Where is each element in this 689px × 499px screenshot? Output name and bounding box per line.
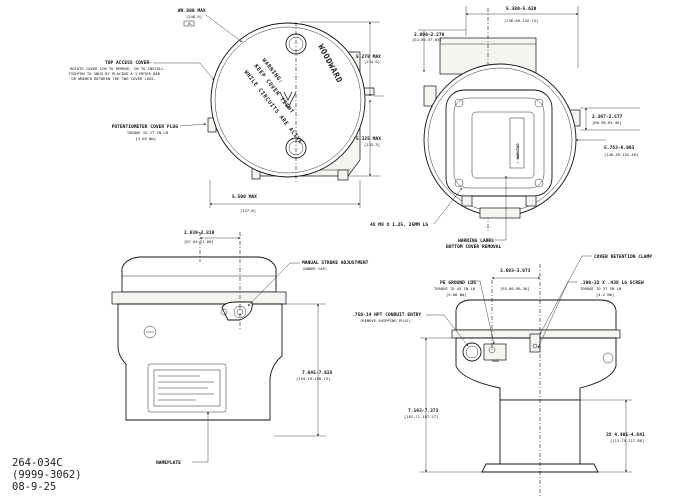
diameter-label: Ø9.800 MAX xyxy=(177,7,206,14)
conduit-entry xyxy=(462,342,482,362)
side-dimension-b-mm: [146.39-152.48] xyxy=(604,152,638,157)
left-boss xyxy=(423,85,437,107)
width-dimension: 5.500 MAX xyxy=(232,194,257,200)
lower-height-dimension: 5.325 MAX xyxy=(356,136,381,142)
side-dimension-b: 5.763-6.003 xyxy=(604,145,635,151)
ground-lug-note-3: [5.08 Nm] xyxy=(446,292,467,297)
flange-bolt xyxy=(534,178,544,188)
manual-stroke-note-1: MANUAL STROKE ADJUSTMENT xyxy=(302,260,369,266)
manual-stroke-note-2: (UNDER CAP) xyxy=(302,266,327,271)
warning-label-plate xyxy=(471,111,535,179)
warning-label-text: ⚠ WARNING xyxy=(515,143,520,164)
top-access-cover-note-3: TIGHTEN TO SNUG BY PLACING A 1 METER BAR xyxy=(69,71,161,76)
top-access-cover-note-4: OR WRENCH BETWEEN THE TWO COVER LUGS. xyxy=(71,76,156,81)
woodward-logo xyxy=(279,91,297,109)
bottom-right-view: GND PE GROUND LUG TORQUE TO 45 IN LB [5.… xyxy=(352,254,652,496)
drawing-number: 264-034C xyxy=(12,457,63,469)
top-dimension: 2.639-2.819 xyxy=(184,230,215,236)
top-access-cover-note-1: TOP ACCESS COVER- xyxy=(105,60,152,66)
top-width-dimension-mm: [136.66-142.74] xyxy=(504,18,538,23)
bottom-tab xyxy=(479,207,521,219)
mounting-flange xyxy=(445,89,553,197)
cover-lug-right xyxy=(337,169,349,181)
top-width-dimension: 5.380-5.620 xyxy=(506,6,537,12)
height-dimension-right-mm: [182.71-187.27] xyxy=(404,414,438,419)
top-dimension-mm: [67.04-71.60] xyxy=(184,239,214,244)
retention-clamp-note: COVER RETENTION CLAMP xyxy=(594,254,652,260)
width-dimension-mm: [137.8] xyxy=(240,208,256,213)
actuator-body xyxy=(117,303,283,421)
gauge-plug-right xyxy=(602,352,614,364)
diameter-label-mm: [248.9] xyxy=(186,14,202,19)
offset-dimension-mm: [53.09-57.65] xyxy=(412,37,442,42)
mount-dimension: 3X 4.401-4.641 xyxy=(606,432,645,438)
height-dimension-right: 7.193-7.373 xyxy=(408,408,439,414)
gauge-plug xyxy=(143,325,157,339)
lower-height-dimension-mm: [135.3] xyxy=(364,142,380,147)
top-cap-right xyxy=(455,299,617,331)
nameplate-note: NAMEPLATE xyxy=(156,460,181,466)
potentiometer-note-1: POTENTIOMETER COVER PLUG xyxy=(112,124,179,130)
bolt-note: 4X M8 X 1.25, 25MM LG xyxy=(370,222,428,228)
mount-dimension-mm: [111.79-117.88] xyxy=(610,438,644,443)
side-dimension-a-mm: [60.98-65.46] xyxy=(592,120,622,125)
part-number: (9999-3062) xyxy=(12,469,82,481)
top-cap xyxy=(121,256,277,293)
screw-note-2: TORQUE TO 37 IN LB xyxy=(580,286,622,291)
center-dimension: 3.693-3.873 xyxy=(500,268,531,274)
top-access-cover-note-2: ROTATE COVER CCW TO REMOVE, CW TO INSTAL… xyxy=(70,66,166,71)
conduit-note-1: .750-14 NPT CONDUIT ENTRY xyxy=(352,312,421,318)
screw-note-1: .190-32 X .438 LG SCREW xyxy=(580,280,644,286)
potentiometer-note-3: [3.05 Nm] xyxy=(135,136,156,141)
runout-symbol: -B- xyxy=(186,21,193,26)
potentiometer-note-2: TORQUE TO 27 IN LB xyxy=(127,130,169,135)
drawing-date: 08-9-25 xyxy=(12,481,56,493)
center-dimension-mm: [93.80-98.36] xyxy=(500,286,530,291)
flange-bolt xyxy=(454,178,464,188)
top-right-view: ⚠ WARNING 5.380-5.620 [136.66-142.74] 2.… xyxy=(370,6,640,250)
drawing-id-block: 264-034C (9999-3062) 08-9-25 xyxy=(12,457,82,493)
flange-bolt xyxy=(534,98,544,108)
height-dimension-mm: [194.19-198.75] xyxy=(296,376,330,381)
retention-clamp xyxy=(529,333,541,353)
warning-label-note-1: WARNING LABEL xyxy=(458,238,494,244)
upper-height-dimension-mm: [134.0] xyxy=(364,59,380,64)
upper-height-dimension: 5.278 MAX xyxy=(356,54,381,60)
flange-bolt xyxy=(454,98,464,108)
ground-lug-note-2: TORQUE TO 45 IN LB xyxy=(434,286,476,291)
nameplate xyxy=(147,363,227,413)
conduit-note-2: (REMOVE SHIPPING PLUG) xyxy=(360,318,410,323)
gnd-text: GND xyxy=(492,358,500,363)
bottom-left-view: 2.639-2.819 [67.04-71.60] MANUAL STROKE … xyxy=(111,230,369,466)
top-left-view: WOODWARD WARNING: KEEP COVER TIGHT WHILE… xyxy=(69,7,384,213)
screw-note-3: [4.2 Nm] xyxy=(596,292,614,297)
height-dimension: 7.645-7.825 xyxy=(302,370,333,376)
side-dimension-a: 2.397-2.577 xyxy=(592,114,623,120)
ground-lug-note-1: PE GROUND LUG xyxy=(440,280,476,286)
warning-label-note-2: BOTTOM COVER REMOVAL xyxy=(446,244,502,250)
offset-dimension: 2.090-2.270 xyxy=(414,32,445,38)
